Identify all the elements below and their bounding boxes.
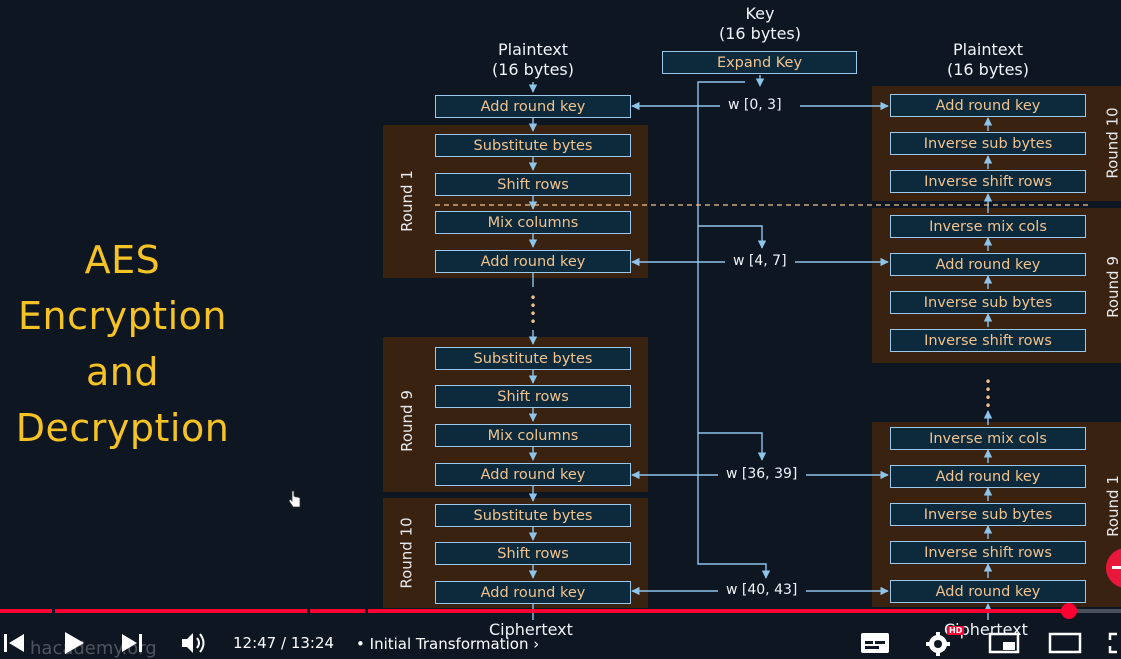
- dec-plaintext-title: Plaintext: [952, 40, 1024, 59]
- volume-icon[interactable]: [181, 632, 209, 654]
- chapter-chevron-icon: ›: [533, 635, 540, 653]
- next-icon[interactable]: [120, 632, 144, 654]
- dec-r9-inverse-sub-bytes: Inverse sub bytes: [890, 291, 1086, 314]
- enc-r9-mix-columns: Mix columns: [435, 424, 631, 447]
- expand-key-box: Expand Key: [662, 51, 857, 74]
- dec-r1-add-round-key: Add round key: [890, 465, 1086, 488]
- dec-r1-inverse-sub-bytes: Inverse sub bytes: [890, 503, 1086, 526]
- key-title: Key: [745, 4, 775, 23]
- enc-r1-mix-columns: Mix columns: [435, 211, 631, 234]
- key-header: Key (16 bytes): [700, 4, 820, 44]
- enc-r9-shift-rows: Shift rows: [435, 385, 631, 408]
- progress-scrubber[interactable]: [1061, 603, 1078, 619]
- progress-bar[interactable]: [0, 603, 1121, 619]
- enc-r1-substitute-bytes: Substitute bytes: [435, 134, 631, 157]
- enc-plaintext-size: (16 bytes): [491, 60, 574, 79]
- hd-badge: HD: [947, 626, 965, 635]
- enc-plaintext-title: Plaintext: [497, 40, 569, 59]
- chapter-name: Initial Transformation: [369, 635, 529, 653]
- minus-icon: [1112, 566, 1121, 569]
- fullscreen-icon[interactable]: [1108, 632, 1121, 654]
- dec-r9-add-round-key: Add round key: [890, 253, 1086, 276]
- theater-icon[interactable]: [1048, 632, 1082, 654]
- title-line-1: AES: [84, 238, 161, 282]
- title-line-2: Encryption: [17, 294, 227, 338]
- chapter-marker: [307, 609, 310, 613]
- dec-r1-inverse-shift-rows: Inverse shift rows: [890, 541, 1086, 564]
- chapter-title[interactable]: • Initial Transformation ›: [356, 635, 539, 653]
- enc-r10-substitute-bytes: Substitute bytes: [435, 504, 631, 527]
- enc-ciphertext-label: Ciphertext: [489, 620, 573, 639]
- dec-r1-inverse-mix-cols: Inverse mix cols: [890, 427, 1086, 450]
- dec-plaintext-size: (16 bytes): [946, 60, 1029, 79]
- key-word-4-7: w [4, 7]: [729, 253, 791, 269]
- key-word-40-43: w [40, 43]: [722, 582, 802, 598]
- miniplayer-icon[interactable]: [988, 632, 1020, 654]
- dec-r9-inverse-shift-rows: Inverse shift rows: [890, 329, 1086, 352]
- enc-plaintext-header: Plaintext (16 bytes): [473, 40, 593, 80]
- enc-r10-shift-rows: Shift rows: [435, 542, 631, 565]
- title-line-3: and: [86, 350, 159, 394]
- key-size: (16 bytes): [718, 24, 801, 43]
- dec-r10-inverse-sub-bytes: Inverse sub bytes: [890, 132, 1086, 155]
- enc-r9-substitute-bytes: Substitute bytes: [435, 347, 631, 370]
- hand-cursor-icon: [289, 490, 301, 508]
- chapter-marker: [52, 609, 55, 613]
- enc-initial-add-round-key: Add round key: [435, 95, 631, 118]
- player-controls: hacademy.org 12:47 / 13:24 • Initial Tra…: [0, 622, 1121, 659]
- enc-r10-add-round-key: Add round key: [435, 581, 631, 604]
- enc-r9-add-round-key: Add round key: [435, 463, 631, 486]
- enc-r1-shift-rows: Shift rows: [435, 173, 631, 196]
- chapter-marker: [365, 609, 368, 613]
- dec-plaintext-header: Plaintext (16 bytes): [928, 40, 1048, 80]
- subtitles-icon[interactable]: [860, 632, 890, 654]
- dec-r9-inverse-mix-cols: Inverse mix cols: [890, 215, 1086, 238]
- dec-final-add-round-key: Add round key: [890, 580, 1086, 603]
- key-word-36-39: w [36, 39]: [722, 466, 802, 482]
- end-screen-button[interactable]: [1106, 548, 1121, 588]
- progress-played: [0, 609, 1070, 613]
- play-icon[interactable]: [63, 631, 85, 655]
- dec-r10-inverse-shift-rows: Inverse shift rows: [890, 170, 1086, 193]
- prev-icon[interactable]: [2, 632, 26, 654]
- chapter-separator: •: [356, 635, 365, 653]
- key-word-0-3: w [0, 3]: [724, 97, 786, 113]
- dec-r10-add-round-key: Add round key: [890, 94, 1086, 117]
- title-line-4: Decryption: [15, 406, 230, 450]
- enc-ellipsis: ••••: [529, 291, 537, 329]
- dec-ellipsis: ••••: [984, 375, 992, 413]
- enc-r1-add-round-key: Add round key: [435, 250, 631, 273]
- time-display: 12:47 / 13:24: [233, 634, 335, 652]
- settings-icon[interactable]: [925, 630, 953, 656]
